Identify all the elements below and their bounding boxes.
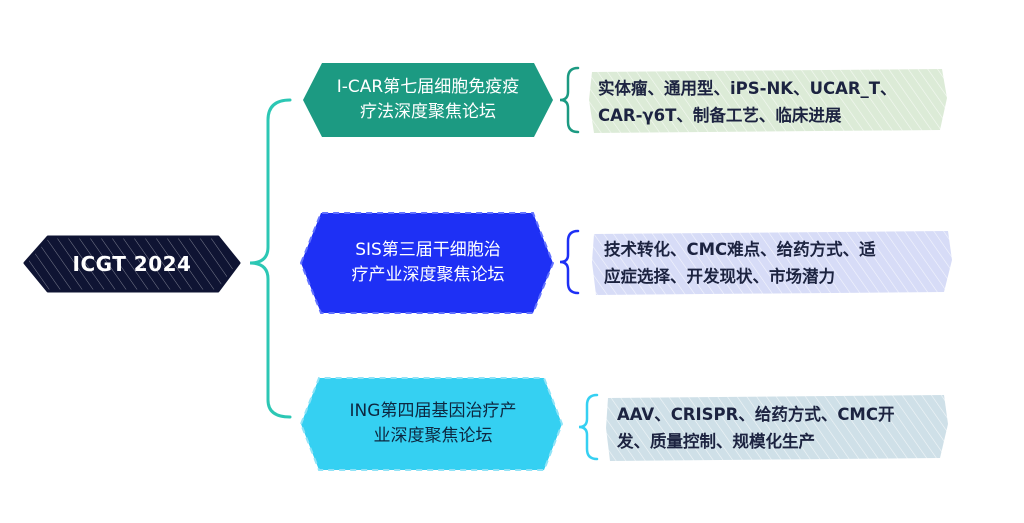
forum-topics-1-line-1: 实体瘤、通用型、iPS-NK、UCAR_T、 bbox=[598, 79, 897, 98]
forum-node-shape-1 bbox=[303, 63, 553, 137]
forum-topics-3: AAV、CRISPR、给药方式、CMC开 发、质量控制、规模化生产 bbox=[617, 397, 949, 459]
forum-title-3-line-1: ING第四届基因治疗产 bbox=[349, 401, 517, 421]
forum-title-1: I-CAR第七届细胞免疫疫 疗法深度聚焦论坛 bbox=[316, 63, 540, 137]
root-label: ICGT 2024 bbox=[72, 251, 192, 276]
forum-title-2: SIS第三届干细胞治 疗产业深度聚焦论坛 bbox=[316, 213, 540, 313]
forum-title-3-line-2: 业深度聚焦论坛 bbox=[373, 426, 493, 446]
forum-title-1-line-1: I-CAR第七届细胞免疫疫 bbox=[336, 77, 520, 97]
forum-title-3: ING第四届基因治疗产 业深度聚焦论坛 bbox=[316, 378, 550, 470]
forum-title-2-line-2: 疗产业深度聚焦论坛 bbox=[351, 265, 505, 285]
forum-topics-2-line-2: 应症选择、开发现状、市场潜力 bbox=[604, 267, 835, 286]
forum-topics-3-line-1: AAV、CRISPR、给药方式、CMC开 bbox=[617, 405, 895, 424]
forum-node-shape-2 bbox=[299, 212, 555, 314]
forum-title-2-line-1: SIS第三届干细胞治 bbox=[355, 240, 501, 260]
root-node-label: ICGT 2024 bbox=[25, 237, 239, 291]
forum-topics-1: 实体瘤、通用型、iPS-NK、UCAR_T、 CAR-γ6T、制备工艺、临床进展 bbox=[598, 72, 944, 132]
forum-title-1-line-2: 疗法深度聚焦论坛 bbox=[360, 102, 496, 122]
forum-topics-2: 技术转化、CMC难点、给药方式、适 应症选择、开发现状、市场潜力 bbox=[604, 233, 950, 293]
root-node-shape bbox=[23, 235, 241, 293]
forum-topics-2-line-1: 技术转化、CMC难点、给药方式、适 bbox=[604, 240, 876, 259]
topics-box-3 bbox=[606, 395, 948, 461]
main-brace bbox=[249, 98, 292, 419]
forum-topics-1-line-2: CAR-γ6T、制备工艺、临床进展 bbox=[598, 106, 842, 125]
topics-box-2 bbox=[592, 231, 952, 295]
topics-box-1 bbox=[589, 69, 947, 133]
topics-brace-2 bbox=[559, 229, 580, 295]
forum-topics-3-line-2: 发、质量控制、规模化生产 bbox=[617, 432, 815, 451]
topics-brace-3 bbox=[578, 393, 599, 461]
forum-node-shape-3 bbox=[299, 377, 564, 471]
topics-brace-1 bbox=[559, 66, 580, 134]
